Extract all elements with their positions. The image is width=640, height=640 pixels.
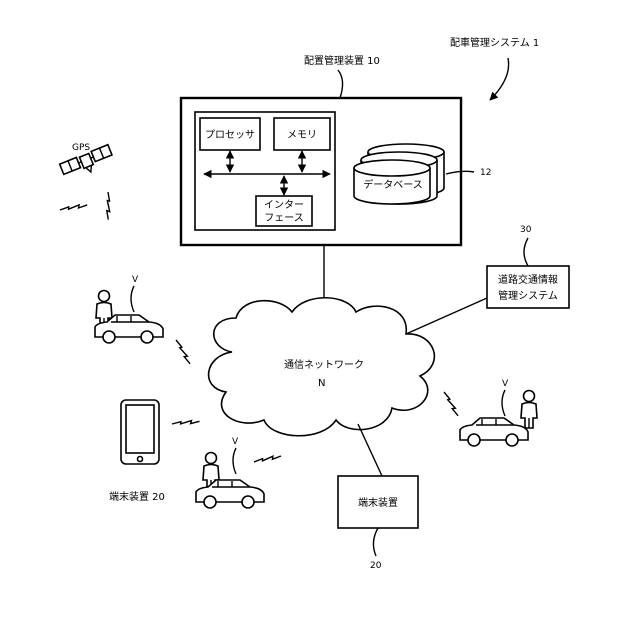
road-traffic-leader	[524, 238, 528, 266]
terminal-bottom-network-link	[358, 424, 382, 476]
vehicle-3-leader	[502, 390, 505, 416]
vehicle-2-label: V	[232, 437, 239, 447]
vehicle-1-leader	[131, 286, 134, 312]
terminal-left-label: 端末装置 20	[109, 490, 165, 503]
terminal-bottom-label: 端末装置	[358, 496, 398, 509]
network-label: 通信ネットワーク	[284, 359, 364, 371]
database-label: データベース	[363, 178, 423, 191]
system-label: 配車管理システム 1	[450, 36, 539, 49]
dispatch-device-label: 配置管理装置 10	[304, 54, 380, 67]
vehicle-2-leader	[233, 448, 236, 474]
database-ref: 12	[480, 168, 491, 178]
terminal-bottom-ref: 20	[370, 561, 382, 571]
database-icon	[354, 144, 444, 204]
system-pointer-arrow	[490, 58, 509, 100]
vehicle-3-car-icon	[460, 418, 528, 446]
gps-signal-left	[60, 194, 87, 220]
road-traffic-ref: 30	[520, 225, 532, 235]
road-traffic-line1: 道路交通情報	[498, 273, 558, 286]
processor-label: プロセッサ	[205, 129, 255, 141]
terminal-bottom-leader	[373, 528, 378, 556]
vehicle-3-signal	[440, 392, 461, 416]
dispatch-device-leader	[338, 70, 343, 98]
vehicle-3-passenger-icon	[521, 391, 537, 429]
gps-signal-right	[95, 192, 122, 220]
gps-label: GPS	[72, 143, 90, 153]
road-traffic-line2: 管理システム	[498, 289, 558, 302]
memory-label: メモリ	[287, 130, 317, 141]
interface-label-line2: フェース	[264, 213, 304, 224]
vehicle-1-label: V	[132, 275, 139, 285]
network-ref: N	[318, 378, 325, 389]
vehicle-2-signal	[254, 446, 281, 472]
vehicle-1-signal	[172, 340, 193, 364]
road-traffic-network-link	[406, 298, 487, 334]
terminal-left-icon	[121, 400, 159, 464]
vehicle-3-label: V	[502, 379, 509, 389]
vehicle-2-car-icon	[196, 480, 264, 508]
interface-label-line1: インター	[264, 199, 304, 211]
terminal-left-signal	[172, 409, 200, 436]
